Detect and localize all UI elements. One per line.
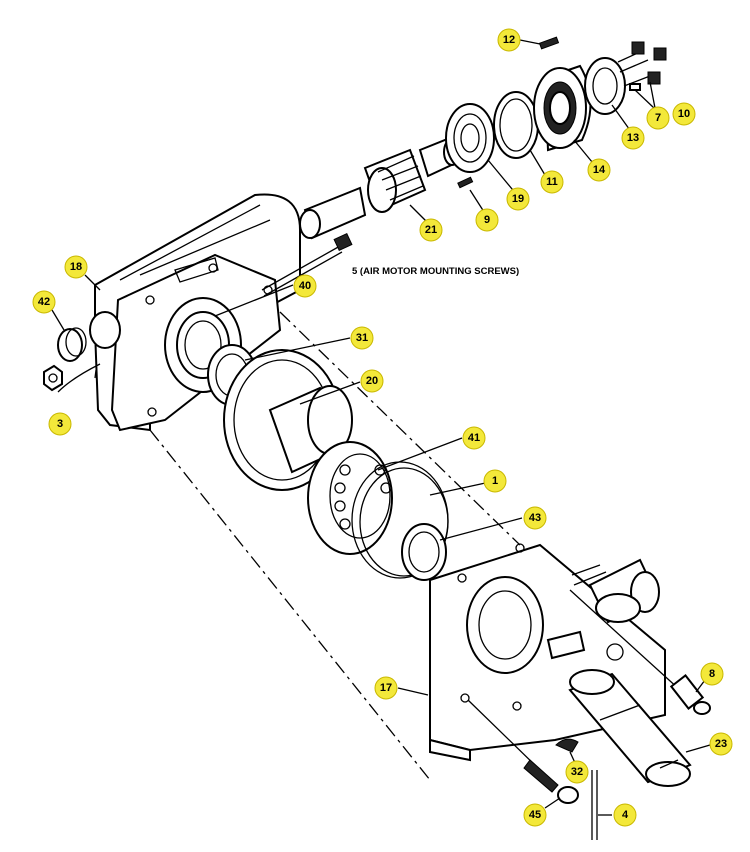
bearing-19 xyxy=(445,103,495,173)
svg-text:23: 23 xyxy=(715,738,727,750)
key-12 xyxy=(538,36,560,50)
label-31: 31 xyxy=(350,326,374,350)
bearing-41 xyxy=(307,441,393,555)
svg-text:13: 13 xyxy=(627,132,639,144)
svg-text:40: 40 xyxy=(299,280,311,292)
label-41: 41 xyxy=(462,426,486,450)
svg-text:32: 32 xyxy=(571,766,583,778)
pin-4 xyxy=(591,770,598,840)
label-20: 20 xyxy=(360,369,384,393)
svg-text:12: 12 xyxy=(503,34,515,46)
label-23: 23 xyxy=(709,732,733,756)
gear-14 xyxy=(533,64,592,152)
svg-text:7: 7 xyxy=(655,112,661,124)
gear-20 xyxy=(223,349,353,491)
label-3: 3 xyxy=(48,412,72,436)
label-10: 10 xyxy=(672,102,696,126)
upper-housing xyxy=(89,193,301,432)
svg-text:20: 20 xyxy=(366,375,378,387)
svg-text:10: 10 xyxy=(678,108,690,120)
assembly-line-right xyxy=(279,311,521,546)
air-motor-note: 5 (AIR MOTOR MOUNTING SCREWS) xyxy=(352,266,519,277)
svg-text:14: 14 xyxy=(593,164,606,176)
bearing-plate-13 xyxy=(584,57,626,115)
label-4: 4 xyxy=(613,803,637,827)
label-43: 43 xyxy=(523,506,547,530)
bushing-42 xyxy=(57,327,87,362)
svg-text:31: 31 xyxy=(356,332,368,344)
ring-11 xyxy=(493,91,539,159)
svg-text:21: 21 xyxy=(425,224,437,236)
label-45: 45 xyxy=(523,803,547,827)
label-13: 13 xyxy=(621,126,645,150)
svg-text:43: 43 xyxy=(529,512,541,524)
svg-text:19: 19 xyxy=(512,193,524,205)
leader-lines xyxy=(51,39,711,816)
svg-text:11: 11 xyxy=(546,176,558,188)
svg-text:45: 45 xyxy=(529,809,541,821)
label-9: 9 xyxy=(475,208,499,232)
svg-text:9: 9 xyxy=(484,214,490,226)
key-32 xyxy=(555,738,579,753)
output-shaft-23 xyxy=(568,669,692,787)
pinion-shaft xyxy=(299,136,474,240)
svg-text:42: 42 xyxy=(38,296,50,308)
label-19: 19 xyxy=(506,187,530,211)
seal-43 xyxy=(401,523,447,581)
label-17: 17 xyxy=(374,676,398,700)
label-21: 21 xyxy=(419,218,443,242)
svg-text:4: 4 xyxy=(622,809,629,821)
label-11: 11 xyxy=(540,170,564,194)
svg-text:18: 18 xyxy=(70,261,82,273)
air-motor-screws xyxy=(261,232,353,297)
assembly-line xyxy=(94,369,97,379)
svg-text:41: 41 xyxy=(468,432,480,444)
svg-text:1: 1 xyxy=(492,475,498,487)
label-14: 14 xyxy=(587,158,611,182)
label-18: 18 xyxy=(64,255,88,279)
label-40: 40 xyxy=(293,274,317,298)
label-1: 1 xyxy=(483,469,507,493)
label-32: 32 xyxy=(565,760,589,784)
pins-and-nuts xyxy=(617,41,667,91)
screw-45 xyxy=(467,699,579,804)
label-7: 7 xyxy=(646,106,670,130)
assembly-line-left xyxy=(149,429,431,781)
nut-3 xyxy=(43,363,101,393)
svg-text:8: 8 xyxy=(709,668,715,680)
svg-text:17: 17 xyxy=(380,682,392,694)
label-42: 42 xyxy=(32,290,56,314)
label-12: 12 xyxy=(497,28,521,52)
label-8: 8 xyxy=(700,662,724,686)
svg-text:3: 3 xyxy=(57,418,63,430)
screw-8 xyxy=(569,589,711,715)
